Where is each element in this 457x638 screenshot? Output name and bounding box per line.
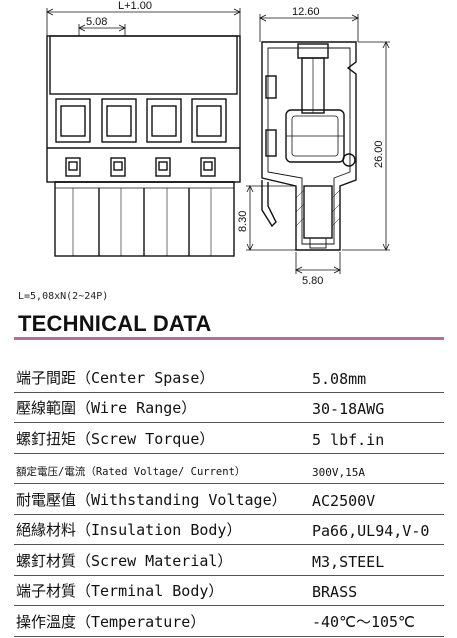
dim-pin-width: 5.80 xyxy=(302,275,323,287)
spec-row: 耐電壓值（Withstanding Voltage） AC2500V xyxy=(14,484,444,515)
spec-row: 端子材質（Terminal Body） BRASS xyxy=(14,576,444,606)
spec-table: 端子間距（Center Spase） 5.08mm 壓線範圍（Wire Rang… xyxy=(14,362,444,637)
spec-value: AC2500V xyxy=(312,491,376,510)
spec-row: 螺釘材質（Screw Material） M3,STEEL xyxy=(14,545,444,576)
spec-value: 30-18AWG xyxy=(312,400,385,418)
dim-pin-height: 8.30 xyxy=(237,211,249,232)
spec-label: 絕緣材料（Insulation Body） xyxy=(16,521,242,539)
dim-total-width: L+1.00 xyxy=(118,0,152,12)
spec-value: BRASS xyxy=(312,583,358,601)
spec-value: 300V,15A xyxy=(312,466,365,479)
section-heading: TECHNICAL DATA xyxy=(18,311,212,336)
spec-row: 螺釘扭矩（Screw Torque） 5 lbf.in xyxy=(14,423,444,454)
heading-underline xyxy=(14,337,444,340)
spec-label: 操作溫度（Temperature） xyxy=(16,612,206,631)
spec-label: 端子間距（Center Spase） xyxy=(16,368,215,387)
spec-row: 絕緣材料（Insulation Body） Pa66,UL94,V-0 xyxy=(14,515,444,545)
spec-label: 端子材質（Terminal Body） xyxy=(16,582,224,600)
spec-value: -40℃～105℃ xyxy=(312,612,415,631)
dim-height: 26.00 xyxy=(373,140,385,168)
spec-row: 壓線範圍（Wire Range） 30-18AWG xyxy=(14,393,444,423)
spec-label: 耐電壓值（Withstanding Voltage） xyxy=(16,490,287,509)
dim-pitch: 5.08 xyxy=(86,16,107,28)
spec-label: 螺釘扭矩（Screw Torque） xyxy=(16,429,215,448)
spec-value: Pa66,UL94,V-0 xyxy=(312,522,430,540)
spec-label: 壓線範圍（Wire Range） xyxy=(16,399,197,417)
spec-value: 5.08mm xyxy=(312,369,367,388)
technical-drawing: L+1.00 5.08 12.60 26.00 8.30 5.80 xyxy=(46,0,390,287)
spec-row: 額定電压/電流（Rated Voltage/ Current） 300V,15A xyxy=(14,454,444,484)
spec-row: 端子間距（Center Spase） 5.08mm xyxy=(14,362,444,393)
pitch-formula: L=5,08xN(2~24P) xyxy=(18,291,109,302)
spec-label: 螺釘材質（Screw Material） xyxy=(16,551,233,570)
spec-row: 操作溫度（Temperature） -40℃～105℃ xyxy=(14,606,444,637)
spec-value: 5 lbf.in xyxy=(312,430,385,449)
spec-value: M3,STEEL xyxy=(312,552,385,571)
spec-label: 額定電压/電流（Rated Voltage/ Current） xyxy=(16,466,246,478)
dim-side-width: 12.60 xyxy=(292,6,320,18)
